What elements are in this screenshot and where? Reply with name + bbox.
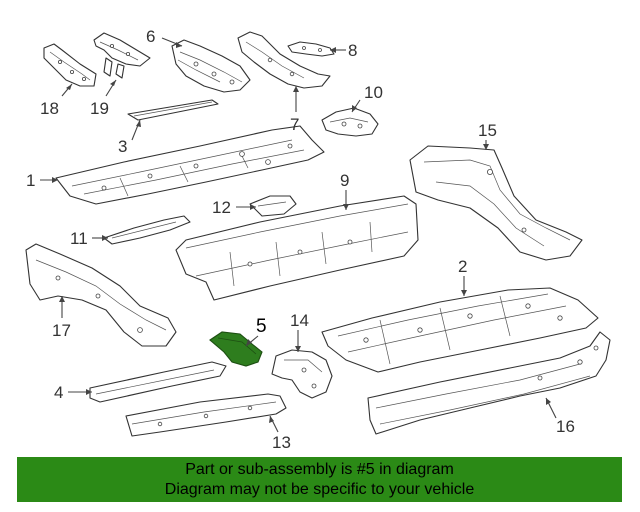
parts-diagram: 18 19 6 7 8 3 10 1 12 11 9 15 17 2 5 14 … bbox=[25, 27, 611, 452]
callout-19: 19 bbox=[90, 99, 109, 118]
part-15[interactable] bbox=[409, 145, 583, 261]
part-2[interactable] bbox=[321, 287, 599, 373]
callout-6: 6 bbox=[146, 27, 155, 46]
leader-arrowheads bbox=[52, 42, 551, 423]
callout-18: 18 bbox=[40, 99, 59, 118]
part-19[interactable] bbox=[93, 32, 151, 79]
callout-17: 17 bbox=[52, 321, 71, 340]
part-16[interactable] bbox=[367, 331, 611, 435]
callout-12: 12 bbox=[212, 198, 231, 217]
banner-line-disclaimer: Diagram may not be specific to your vehi… bbox=[164, 481, 475, 498]
part-7[interactable] bbox=[237, 31, 331, 89]
callout-11: 11 bbox=[70, 229, 88, 248]
callout-2: 2 bbox=[458, 257, 467, 276]
callout-7: 7 bbox=[290, 115, 299, 134]
part-4[interactable] bbox=[89, 361, 227, 403]
part-9[interactable] bbox=[175, 195, 419, 301]
part-info-banner: Part or sub-assembly is #5 in diagram Di… bbox=[17, 457, 622, 502]
part-8[interactable] bbox=[287, 41, 335, 57]
callout-5: 5 bbox=[256, 316, 267, 337]
callout-16: 16 bbox=[556, 417, 575, 436]
callout-10: 10 bbox=[364, 83, 383, 102]
part-12[interactable] bbox=[249, 195, 297, 217]
callout-13: 13 bbox=[272, 433, 291, 452]
part-1[interactable] bbox=[55, 125, 325, 205]
callout-3: 3 bbox=[118, 137, 127, 156]
part-17[interactable] bbox=[25, 243, 177, 347]
part-10[interactable] bbox=[321, 107, 379, 137]
part-14[interactable] bbox=[271, 349, 333, 399]
part-6[interactable] bbox=[171, 39, 251, 93]
callout-9: 9 bbox=[340, 171, 349, 190]
part-13[interactable] bbox=[125, 393, 287, 437]
part-11[interactable] bbox=[103, 215, 191, 245]
callout-4: 4 bbox=[54, 383, 63, 402]
part-5-highlighted[interactable] bbox=[209, 331, 263, 367]
callout-14: 14 bbox=[290, 311, 309, 330]
part-18[interactable] bbox=[43, 43, 97, 87]
callout-1: 1 bbox=[26, 171, 35, 190]
callout-8: 8 bbox=[348, 41, 357, 60]
banner-line-part: Part or sub-assembly is #5 in diagram bbox=[185, 461, 454, 478]
callout-15: 15 bbox=[478, 121, 497, 140]
part-3[interactable] bbox=[127, 99, 219, 121]
callout-labels: 18 19 6 7 8 3 10 1 12 11 9 15 17 2 5 14 … bbox=[26, 27, 575, 452]
